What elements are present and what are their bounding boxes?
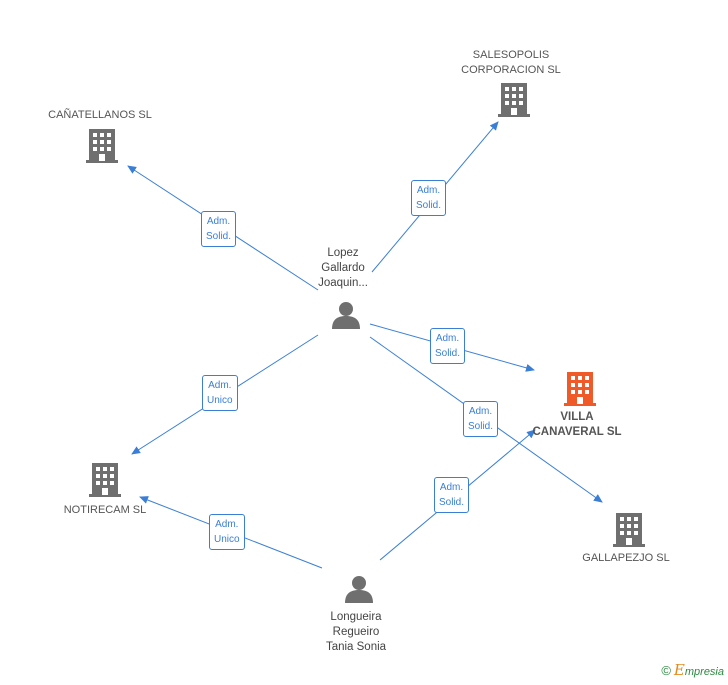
node-label-line: Lopez: [327, 247, 359, 259]
node-label-salesopolis: SALESOPOLIS CORPORACION SL: [431, 48, 591, 78]
person-icon: [332, 302, 360, 329]
edge-label-line: Adm.: [208, 380, 232, 391]
edge-label-line: Adm.: [416, 185, 441, 196]
edge-label-lopez-notirecam: Adm. Unico: [202, 375, 238, 411]
edge-label-line: Solid.: [416, 200, 442, 211]
node-label-lopez: Lopez Gallardo Joaquin...: [293, 246, 393, 291]
node-label-gallapezjo: GALLAPEZJO SL: [582, 552, 670, 564]
edge-label-line: Adm.: [468, 406, 493, 417]
edge-label-line: Unico: [207, 395, 233, 406]
edge-label-line: Adm.: [206, 216, 231, 227]
edge-label-line: Adm.: [215, 519, 239, 530]
person-icon: [345, 576, 373, 603]
edge-label-longueira-notirecam: Adm. Unico: [209, 514, 245, 550]
node-label-notirecam: NOTIRECAM SL: [63, 504, 147, 516]
building-icon: [86, 129, 118, 163]
node-label-line: CORPORACION SL: [461, 64, 561, 76]
node-label-line: Longueira: [330, 611, 382, 623]
edge-label-line: Adm.: [435, 333, 460, 344]
edge-label-lopez-salesopolis: Adm. Solid.: [411, 180, 447, 216]
building-icon: [498, 83, 530, 117]
node-label-line: CANAVERAL SL: [532, 426, 622, 438]
node-label-canatellanos: CAÑATELLANOS SL: [48, 109, 152, 121]
node-label-line: Regueiro: [332, 626, 380, 638]
node-label-line: VILLA: [560, 411, 594, 423]
brand-logo-initial: E: [673, 661, 685, 679]
edge-label-lopez-villa: Adm. Solid.: [430, 328, 466, 364]
building-icon: [89, 463, 121, 497]
building-icon: [564, 372, 596, 406]
footer-brand: ©Empresia: [661, 661, 724, 679]
edge-label-line: Solid.: [206, 231, 232, 242]
building-icon: [613, 513, 645, 547]
edge-label-lopez-gallapezjo: Adm. Solid.: [463, 401, 499, 437]
edge-label-line: Solid.: [435, 348, 461, 359]
node-label-longueira: Longueira Regueiro Tania Sonia: [296, 610, 416, 655]
node-label-line: Gallardo: [321, 262, 365, 274]
copyright-icon: ©: [661, 663, 671, 678]
edge-label-line: Adm.: [439, 482, 464, 493]
node-label-line: Joaquin...: [318, 277, 368, 289]
edge-label-line: Solid.: [439, 497, 465, 508]
brand-logo-text: mpresia: [684, 666, 724, 678]
node-label-line: SALESOPOLIS: [472, 49, 550, 61]
node-label-line: Tania Sonia: [325, 641, 387, 653]
node-label-villa: VILLA CANAVERAL SL: [517, 410, 637, 440]
edge-label-line: Unico: [214, 534, 240, 545]
edge-label-lopez-canatellanos: Adm. Solid.: [201, 211, 237, 247]
edge-label-longueira-villa: Adm. Solid.: [434, 477, 470, 513]
edge-label-line: Solid.: [468, 421, 494, 432]
